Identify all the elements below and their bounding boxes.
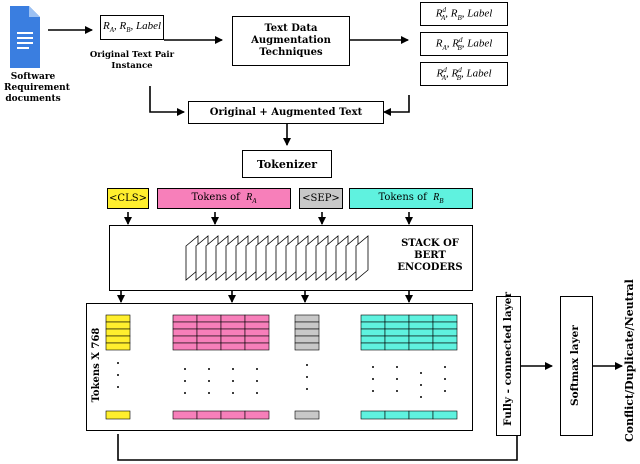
softmax-layer-label: Softmax layer bbox=[569, 325, 581, 406]
combined-text-box: Original + Augmented Text bbox=[188, 101, 384, 124]
augmentation-techniques-box: Text Data Augmentation Techniques bbox=[232, 16, 350, 66]
embedding-grids bbox=[105, 314, 458, 420]
fully-connected-layer-label: Fully - connected layer bbox=[502, 291, 514, 426]
sep-token-box: <SEP> bbox=[299, 188, 343, 209]
cls-token-box: <CLS> bbox=[107, 188, 149, 209]
augmented-pair-1: RdA, RB, Label bbox=[420, 2, 508, 26]
augmented-pair-3: RdA, RdB, Label bbox=[420, 62, 508, 86]
sentence-a-tokens-box: Tokens of RA bbox=[157, 188, 291, 209]
softmax-layer-box bbox=[560, 296, 593, 436]
original-pair-caption: Original Text Pair Instance bbox=[89, 50, 175, 71]
original-pair-box: RA, RB, Label bbox=[100, 15, 164, 40]
augmented-pair-2: RA, RdB, Label bbox=[420, 32, 508, 56]
sentence-b-tokens-box: Tokens of RB bbox=[349, 188, 473, 209]
document-label: Software Requirement documents bbox=[4, 72, 70, 104]
document-icon bbox=[10, 6, 40, 68]
fully-connected-layer-box bbox=[496, 296, 521, 436]
output-classes-label: Conflict/Duplicate/Neutral bbox=[623, 279, 636, 442]
bert-label: STACK OF BERT ENCODERS bbox=[397, 238, 463, 273]
tokenizer-box: Tokenizer bbox=[242, 150, 332, 178]
bert-encoder-box bbox=[109, 225, 473, 291]
encoder-stack-graphic bbox=[185, 235, 369, 281]
